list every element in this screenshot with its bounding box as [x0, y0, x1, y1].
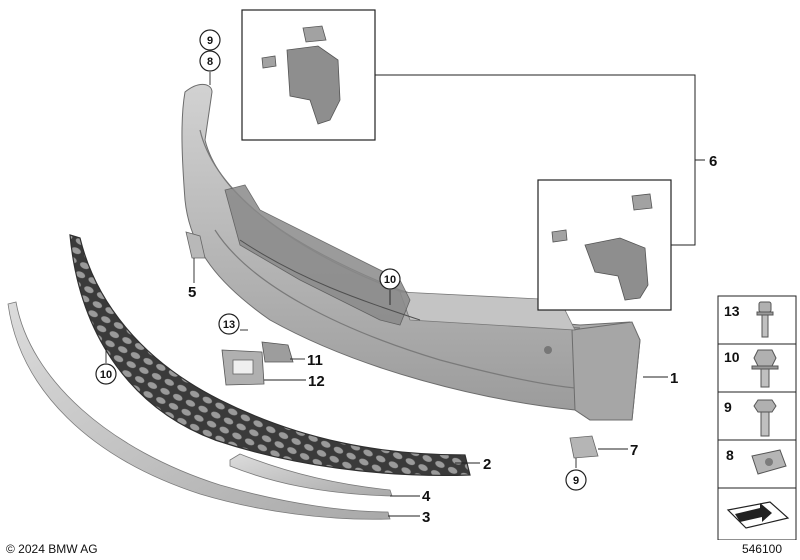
bolt-with-washer-icon — [756, 301, 774, 338]
svg-text:13: 13 — [223, 319, 235, 331]
circled-callout-9-top: 9 — [199, 29, 221, 51]
clip-part-7 — [569, 435, 599, 459]
legend-number-8: 8 — [726, 447, 734, 463]
callout-2: 2 — [483, 456, 491, 473]
frame-part-12 — [221, 349, 265, 386]
svg-text:9: 9 — [573, 475, 579, 487]
circled-callout-10-right: 10 — [379, 268, 401, 290]
hex-bolt-icon — [753, 399, 777, 437]
bracket-part-5 — [185, 231, 206, 259]
circled-callout-8-top: 8 — [199, 50, 221, 72]
legend-number-13: 13 — [724, 303, 740, 319]
svg-text:10: 10 — [100, 369, 112, 381]
callout-12: 12 — [308, 373, 325, 390]
clip-nut-icon — [751, 449, 787, 475]
callout-4: 4 — [422, 488, 431, 505]
trim-strip-part-4 — [229, 453, 393, 497]
svg-text:10: 10 — [384, 274, 396, 286]
fastener-legend: 13 10 9 8 — [717, 295, 797, 540]
circled-callout-10-left: 10 — [95, 363, 117, 385]
copyright-text: © 2024 BMW AG — [6, 542, 98, 556]
trim-strip-part-3 — [7, 301, 391, 520]
svg-text:8: 8 — [207, 56, 213, 68]
callout-7: 7 — [630, 442, 638, 459]
circled-callout-13: 13 — [218, 313, 240, 335]
detail-box-lower — [537, 179, 672, 311]
circled-callout-9-bottom: 9 — [565, 469, 587, 491]
callout-5: 5 — [188, 284, 196, 301]
legend-number-9: 9 — [724, 399, 732, 415]
bumper-carrier — [224, 184, 421, 326]
callout-3: 3 — [422, 509, 430, 526]
detail-box-upper — [241, 9, 376, 141]
callout-11: 11 — [307, 352, 323, 369]
grille — [69, 234, 471, 477]
parts-diagram: 1 2 3 4 5 6 7 11 12 9 8 10 13 10 9 13 — [7, 9, 797, 540]
callout-6: 6 — [709, 153, 717, 170]
leader-lines — [105, 72, 668, 517]
hex-flange-bolt-icon — [751, 349, 779, 388]
diagram-number: 546100 — [741, 542, 782, 556]
bumper-cover — [181, 84, 641, 421]
bracket-part-11 — [261, 341, 294, 363]
callout-6-bracket — [375, 74, 705, 246]
callout-1: 1 — [670, 370, 678, 387]
legend-number-10: 10 — [724, 349, 740, 365]
svg-text:9: 9 — [207, 35, 213, 47]
arrow-symbol-icon — [726, 501, 790, 529]
